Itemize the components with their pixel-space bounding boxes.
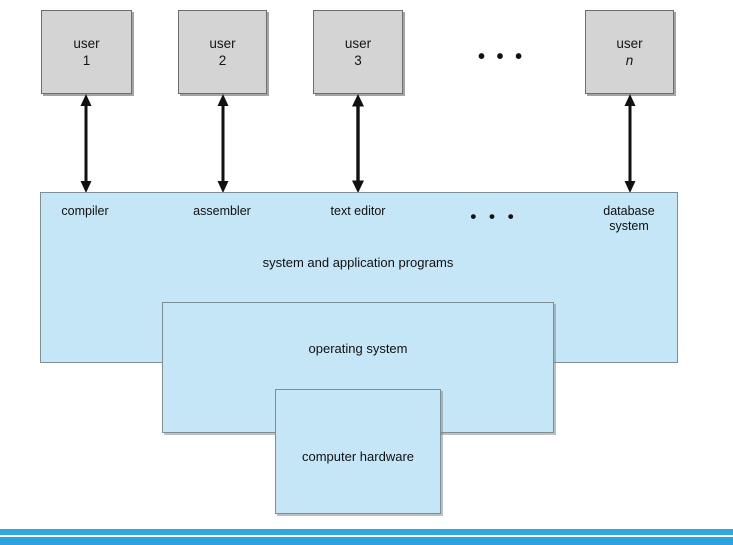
operating-system-label: operating system [308,341,408,356]
arrow-user-1 [80,94,92,193]
user-box-1-label: user [73,36,100,51]
user-box-n: user n [585,10,674,94]
user-row-ellipsis: • • • [478,46,526,68]
system-application-programs-label: system and application programs [262,255,454,270]
arrow-user-2 [217,94,229,193]
program-label-compiler: compiler [61,204,109,218]
footer-bar-divider [0,535,733,537]
footer-bar-lower [0,537,733,545]
user-box-1-id: 1 [82,53,91,68]
user-box-2-id: 2 [218,53,227,68]
arrow-user-n [624,94,636,193]
computer-hardware-block [275,389,441,514]
arrow-user-3 [352,94,364,193]
user-box-2-label: user [209,36,236,51]
user-box-3: user 3 [313,10,403,94]
user-box-3-id: 3 [354,53,362,68]
program-label-database-line1: database [603,204,655,218]
user-box-n-label: user [616,36,643,51]
user-box-3-label: user [344,36,372,51]
program-label-text-editor: text editor [330,204,386,218]
computer-hardware-label: computer hardware [302,449,414,464]
program-row-ellipsis: • • • [470,207,518,226]
program-label-database-system: database system [586,204,672,234]
user-box-1: user 1 [41,10,132,94]
program-label-assembler: assembler [193,204,251,218]
user-box-2: user 2 [178,10,267,94]
footer-bar-upper [0,529,733,535]
user-box-n-id: n [625,53,634,68]
program-label-database-line2: system [609,219,649,233]
